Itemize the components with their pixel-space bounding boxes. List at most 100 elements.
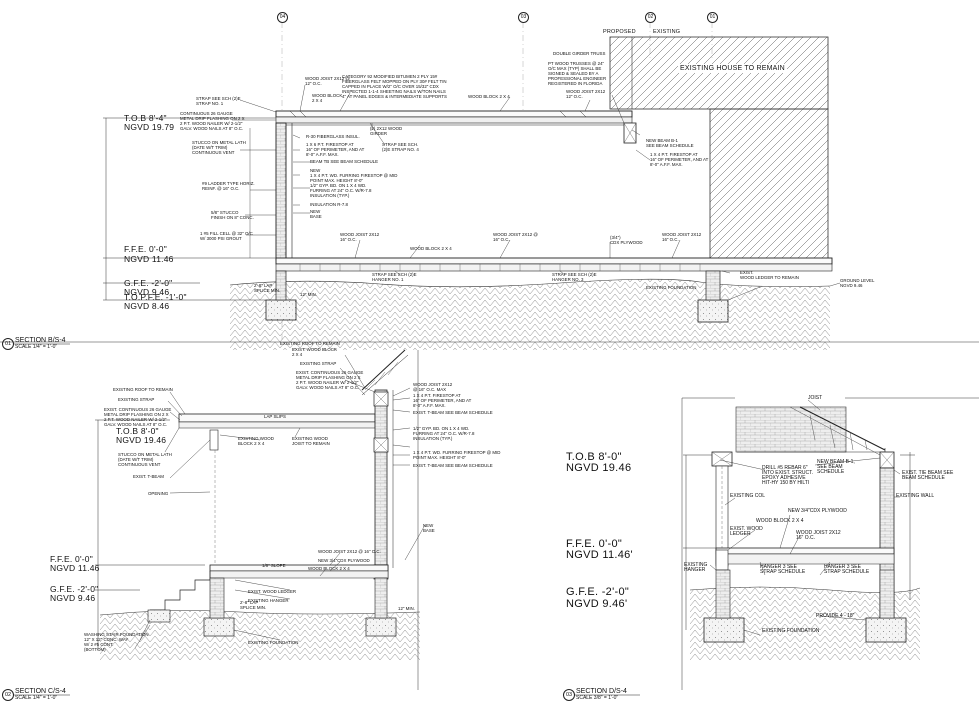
sec3-note: HANGER 3 SEE STRAP SCHEDULE — [760, 564, 806, 575]
sec2-note: EXIST. WOOD LEDGER — [248, 589, 297, 594]
sec2-note: EXISTING STRAP — [300, 361, 337, 366]
sec2-note: EXIST. CONTINUOUS 26 GAUGE METAL DRIP FL… — [296, 370, 364, 390]
sec1-topfe: T.O.P.F.E. -1'-0" — [124, 292, 187, 302]
sec1-note: CONTINUOUS 26 GAUGE METAL DRIP FLASHING … — [180, 111, 245, 131]
sec1-note: NEW BASE — [310, 209, 322, 219]
section-b-linework — [0, 36, 979, 350]
sec3-note: EXISTING FOUNDATION — [762, 628, 820, 634]
sec2-title: SECTION C/S-4 — [15, 688, 66, 695]
section-c-leaders — [134, 354, 426, 649]
sec2-ffe-ngvd: NGVD 11.46 — [50, 563, 100, 573]
sec3-note: WOOD JOIST 2X12 16" O.C. — [796, 530, 841, 541]
sec2-note: EXIST. CONTINUOUS 26 GAUGE METAL DRIP FL… — [104, 407, 172, 427]
sec2-note: EXISTING HANGER — [248, 598, 289, 603]
sec2-note: EXIST. WOOD BLOCK 2 X 4 — [292, 347, 337, 357]
sec2-note: EXIST. T-BEAM SEE BEAM SCHEDULE — [413, 410, 493, 415]
section-b-leaders — [232, 84, 841, 301]
grid-bubble-03: 03 — [518, 12, 529, 23]
sec2-note: OPENING — [148, 491, 169, 496]
sec1-note: STRAP SEE SCH (2)E HANGER NO. 3 — [552, 272, 597, 282]
sec1-gfe-ngvd: NGVD 9.46 — [124, 287, 170, 297]
sec1-note: INSULATION R-7.8 — [310, 202, 348, 207]
sec1-note: STRAP SEE SCH (2)E STRAP NO. 1 — [196, 96, 241, 106]
sec1-note: 1/2" GYP. BD. ON 1 X 4 WD. FURRING AT 24… — [310, 183, 372, 198]
sec2-note: WASHING STAIR FOUNDATION 12" X 12" CONC.… — [84, 632, 149, 652]
sec1-gfe: G.F.E. -2'-0" — [124, 278, 173, 288]
sec1-note: 1 #5 FILL CELL @ 32" O/C W/ 3000 PSI GRO… — [200, 231, 253, 241]
sec2-note: EXIST. T-BEAM — [133, 474, 164, 479]
sec2-note: 1 X 4 P.T. FIRESTOP AT 16" OF PERIMETER,… — [413, 393, 472, 408]
sec3-note: EXISTING HANGER — [684, 562, 708, 573]
sec1-note: GROUND LEVEL NGVD 9.46 — [840, 278, 875, 288]
sec1-scale: SCALE 1/4" = 1'-0" — [15, 344, 58, 350]
sec1-note: PT WOOD TRUSSES @ 24" O/C MAX (TYP) SHAL… — [548, 61, 607, 86]
sec2-scale: SCALE 1/4" = 1'-0" — [15, 695, 58, 701]
sec3-ffe: F.F.E. 0'-0" — [566, 538, 623, 550]
sec3-note: EXIST. WOOD LEDGER — [730, 526, 763, 537]
sec2-note: EXISTING FOUNDATION — [248, 640, 299, 645]
sec1-tob-ngvd: NGVD 19.79 — [124, 122, 175, 132]
sec1-topfe-ngvd: NGVD 8.46 — [124, 301, 170, 311]
sec3-tob: T.O.B 8'-0" — [566, 451, 622, 463]
sec3-note: DRILL #5 REBAR 6" INTO EXIST. STRUCT. EP… — [762, 465, 814, 486]
sec2-note: EXISTING STRAP — [118, 397, 155, 402]
grid-bubble-02: 02 — [645, 12, 656, 23]
sec3-gfe-ngvd: NGVD 9.46' — [566, 598, 628, 610]
sec2-tob-ngvd: NGVD 19.46 — [116, 435, 167, 445]
section-d-linework — [681, 397, 979, 690]
sec1-note: STRAP SEE SCH. (2)E STRAP NO. 4 — [382, 142, 419, 152]
sec1-note: 1 X 4 P.T. FIRESTOP AT 16" OF PERIMETER,… — [650, 152, 709, 167]
existing-house-label: EXISTING HOUSE TO REMAIN — [678, 64, 787, 73]
grid-bubble-01: 01 — [707, 12, 718, 23]
sec3-note: HANGER 3 SEE STRAP SCHEDULE — [824, 564, 870, 575]
section-d-leaders — [709, 399, 901, 636]
sec1-note: WOOD JOIST 2X12 @ 12" O.C. — [305, 76, 350, 86]
sec1-note: (3/4") CDX PLYWOOD — [610, 235, 643, 245]
sec3-note: EXISTING COL — [730, 493, 766, 499]
sec1-note: NEW 1 X 4 P.T. WD. FURRING FIRESTOP @ MI… — [310, 168, 398, 183]
sec3-note: NEW 3/4"CDX PLYWOOD — [788, 508, 847, 514]
sec2-note: NEW BASE — [423, 523, 435, 533]
sec1-note: WOOD JOIST 2X12 16" O.C. — [662, 232, 702, 242]
sec1-title: SECTION B/S-4 — [15, 337, 66, 344]
sec1-note: 12" MIN. — [300, 292, 317, 297]
sec2-note: WOOD BLOCK 2 X 4 — [308, 566, 350, 571]
sec2-note: 1/2" GYP. BD. ON 1 X 4 WD. FURRING AT 24… — [413, 426, 475, 441]
sec2-note: EXISTING WOOD JOIST TO REMAIN — [292, 436, 330, 446]
sec1-note: R-30 FIBERGLASS INSUL. — [306, 134, 360, 139]
sec2-gfe: G.F.E. -2'-0" — [50, 584, 99, 594]
sec3-title: SECTION D/S-4 — [576, 688, 627, 695]
sec1-note: BEAM TB SEE BEAM SCHEDULE — [310, 159, 378, 164]
sec2-note: EXISTING ROOF TO REMAIN — [280, 341, 340, 346]
sec3-note: EXIST. TIE BEAM SEE BEAM SCHEDULE — [902, 470, 954, 481]
sec2-note: WOOD JOIST 2X12 @ 16" O.C. MAX — [413, 382, 453, 392]
sec2-note: NEW 3/4"CDX PLYWOOD — [318, 558, 370, 563]
sec2-gfe-ngvd: NGVD 9.46 — [50, 593, 96, 603]
sec3-note: NEW BEAM B-1, SEE BEAM SCHEDULE — [817, 459, 855, 475]
grid-bubble-04: 04 — [277, 12, 288, 23]
sec1-note: WOOD JOIST 2X12 @ 16" O.C. — [493, 232, 538, 242]
sec3-gfe: G.F.E. -2'-0" — [566, 586, 630, 598]
sec2-note: EXIST. T-BEAM SEE BEAM SCHEDULE — [413, 463, 493, 468]
sec2-note: 12" MIN. — [398, 606, 415, 611]
sec1-note: #9 LADDER TYPE HORIZ. REINF. @ 16" O.C. — [202, 181, 255, 191]
sec1-note: STRAP SEE SCH (2)E HANGER NO. 1 — [372, 272, 417, 282]
sec3-note: EXISTING WALL — [896, 493, 935, 499]
sec1-note: 1 X 6 P.T. FIRESTOP AT 16" OF PERIMETER,… — [306, 142, 365, 157]
sec3-note: PROVIDE 4 - 18" — [816, 613, 855, 619]
sec2-note: EXISTING ROOF TO REMAIN — [113, 387, 173, 392]
sec2-note: WOOD JOIST 2X12 @ 16" O.C. — [318, 549, 381, 554]
existing-label: EXISTING — [653, 29, 681, 35]
sec1-note: WOOD BLOCK 2 X 4 — [312, 93, 343, 103]
sec1-note: CATEGORY 92 MODIFIED BITUMEN 2 PLY 15# F… — [342, 74, 447, 99]
sec1-note: EXIST. WOOD LEDGER TO REMAIN — [740, 270, 799, 280]
sec3-note: JOIST — [808, 395, 823, 401]
sec1-tob: T.O.B 8'-4" — [124, 113, 167, 123]
sec1-note: 2'-8" LAP SPLICE MIN. — [254, 283, 281, 293]
sec3-tob-ngvd: NGVD 19.46 — [566, 462, 632, 474]
proposed-label: PROPOSED — [603, 29, 636, 35]
sec2-note: 1 X 4 P.T. WD. FURRING FIRESTOP @ MID PO… — [413, 450, 501, 460]
sec1-note: (2) 2X12 WOOD GIRDER — [370, 126, 403, 136]
